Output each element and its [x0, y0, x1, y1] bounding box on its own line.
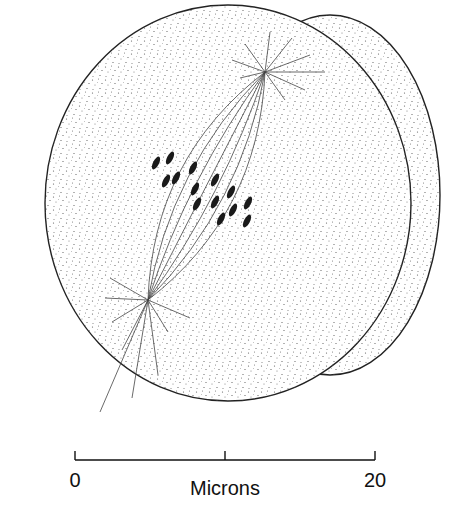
- main-cell: [45, 5, 411, 401]
- aster-lower: [100, 278, 190, 412]
- aster-upper: [232, 32, 325, 100]
- chromosomes: [150, 150, 254, 228]
- spindle-fibers: [148, 72, 265, 300]
- scale-value: 20: [364, 470, 386, 490]
- scale-unit: Microns: [190, 478, 260, 498]
- scale-bar: [75, 451, 375, 460]
- scale-value: 0: [69, 470, 80, 490]
